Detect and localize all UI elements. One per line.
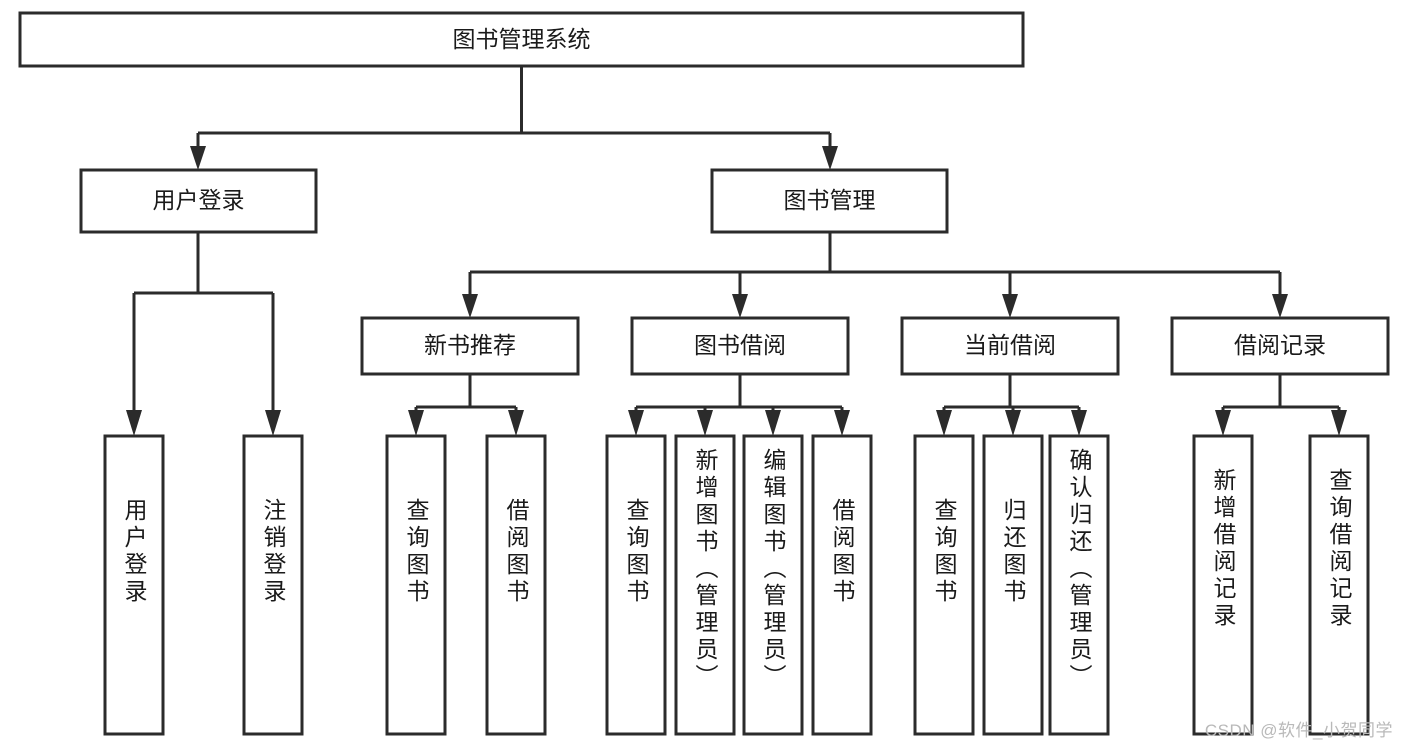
node-leaf-borrow-book-rec-label: 借阅图书 <box>503 498 530 606</box>
node-leaf-query-book-rec[interactable]: 查询图书 <box>385 434 447 736</box>
arrow-head-leaf-confirm-return-admin <box>1071 410 1087 436</box>
node-user-login-label: 用户登录 <box>153 187 245 213</box>
node-user-login-box[interactable] <box>79 168 318 234</box>
node-leaf-query-book-borrow-label: 查询图书 <box>623 498 650 606</box>
node-root-label: 图书管理系统 <box>453 26 591 52</box>
node-leaf-add-borrow-record-label: 新增借阅记录 <box>1210 468 1237 630</box>
arrow-head-leaf-query-borrow-record <box>1331 410 1347 436</box>
node-current-borrow[interactable]: 当前借阅 <box>900 316 1120 376</box>
node-leaf-confirm-return-admin-label: 确认归还（管理员） <box>1066 448 1093 691</box>
node-leaf-add-book-admin-box[interactable] <box>674 434 736 736</box>
node-book-borrow-label: 图书借阅 <box>694 332 786 358</box>
connector-group <box>126 66 1347 436</box>
node-leaf-query-book-rec-box[interactable] <box>385 434 447 736</box>
node-leaf-query-book-rec-label: 查询图书 <box>403 498 430 606</box>
node-leaf-add-book-admin[interactable]: 新增图书（管理员） <box>674 434 736 736</box>
node-leaf-add-borrow-record-box[interactable] <box>1192 434 1254 736</box>
arrow-head-leaf-user-login <box>126 410 142 436</box>
arrow-head-current-borrow <box>1002 294 1018 318</box>
node-leaf-confirm-return-admin-box[interactable] <box>1048 434 1110 736</box>
arrow-head-new-book-recommend <box>462 294 478 318</box>
node-book-management[interactable]: 图书管理 <box>710 168 949 234</box>
node-leaf-add-borrow-record[interactable]: 新增借阅记录 <box>1192 434 1254 736</box>
arrow-head-book-borrow <box>732 294 748 318</box>
node-book-borrow-box[interactable] <box>630 316 850 376</box>
node-leaf-query-book-borrow[interactable]: 查询图书 <box>605 434 667 736</box>
arrow-head-leaf-query-book-current <box>936 410 952 436</box>
arrow-head-leaf-borrow-book <box>834 410 850 436</box>
node-leaf-borrow-book[interactable]: 借阅图书 <box>811 434 873 736</box>
watermark: CSDN @软件_小贺同学 <box>1204 721 1393 740</box>
arrow-head-leaf-add-borrow-record <box>1215 410 1231 436</box>
node-root-box[interactable] <box>18 11 1025 68</box>
arrow-head-leaf-query-book-rec <box>408 410 424 436</box>
node-leaf-confirm-return-admin[interactable]: 确认归还（管理员） <box>1048 434 1110 736</box>
node-user-login[interactable]: 用户登录 <box>79 168 318 234</box>
node-leaf-edit-book-admin-box[interactable] <box>742 434 804 736</box>
node-borrow-records[interactable]: 借阅记录 <box>1170 316 1390 376</box>
node-leaf-borrow-book-label: 借阅图书 <box>829 498 856 606</box>
node-borrow-records-label: 借阅记录 <box>1234 332 1326 358</box>
arrow-head-leaf-borrow-book-rec <box>508 410 524 436</box>
node-leaf-query-borrow-record-box[interactable] <box>1308 434 1370 736</box>
node-leaf-logout[interactable]: 注销登录 <box>242 434 304 736</box>
node-leaf-return-book-label: 归还图书 <box>1000 498 1027 606</box>
node-leaf-query-book-borrow-box[interactable] <box>605 434 667 736</box>
node-leaf-logout-box[interactable] <box>242 434 304 736</box>
node-leaf-query-borrow-record[interactable]: 查询借阅记录 <box>1308 434 1370 736</box>
node-book-borrow[interactable]: 图书借阅 <box>630 316 850 376</box>
node-leaf-borrow-book-rec[interactable]: 借阅图书 <box>485 434 547 736</box>
arrow-head-leaf-return-book <box>1005 410 1021 436</box>
arrow-head-leaf-query-book-borrow <box>628 410 644 436</box>
node-leaf-query-borrow-record-label: 查询借阅记录 <box>1326 468 1353 630</box>
node-leaf-query-book-current-label: 查询图书 <box>931 498 958 606</box>
node-leaf-edit-book-admin-label: 编辑图书（管理员） <box>760 448 787 691</box>
node-book-management-box[interactable] <box>710 168 949 234</box>
node-leaf-user-login-box[interactable] <box>103 434 165 736</box>
node-leaf-logout-label: 注销登录 <box>260 498 287 606</box>
node-leaf-user-login-label: 用户登录 <box>121 498 148 606</box>
arrow-head-leaf-add-book-admin <box>697 410 713 436</box>
node-leaf-borrow-book-box[interactable] <box>811 434 873 736</box>
node-leaf-borrow-book-rec-box[interactable] <box>485 434 547 736</box>
arrow-head-user-login <box>190 146 206 170</box>
node-leaf-query-book-current-box[interactable] <box>913 434 975 736</box>
node-new-book-recommend-box[interactable] <box>360 316 580 376</box>
node-current-borrow-label: 当前借阅 <box>964 332 1056 358</box>
node-current-borrow-box[interactable] <box>900 316 1120 376</box>
node-leaf-user-login[interactable]: 用户登录 <box>103 434 165 736</box>
arrow-head-leaf-logout <box>265 410 281 436</box>
arrow-head-borrow-records <box>1272 294 1288 318</box>
node-new-book-recommend[interactable]: 新书推荐 <box>360 316 580 376</box>
node-leaf-query-book-current[interactable]: 查询图书 <box>913 434 975 736</box>
node-leaf-return-book-box[interactable] <box>982 434 1044 736</box>
arrow-head-leaf-edit-book-admin <box>765 410 781 436</box>
node-root[interactable]: 图书管理系统 <box>18 11 1025 68</box>
node-leaf-return-book[interactable]: 归还图书 <box>982 434 1044 736</box>
node-new-book-recommend-label: 新书推荐 <box>424 332 516 358</box>
node-borrow-records-box[interactable] <box>1170 316 1390 376</box>
node-leaf-add-book-admin-label: 新增图书（管理员） <box>692 448 719 691</box>
node-book-management-label: 图书管理 <box>784 187 876 213</box>
arrow-head-book-management <box>822 146 838 170</box>
node-leaf-edit-book-admin[interactable]: 编辑图书（管理员） <box>742 434 804 736</box>
